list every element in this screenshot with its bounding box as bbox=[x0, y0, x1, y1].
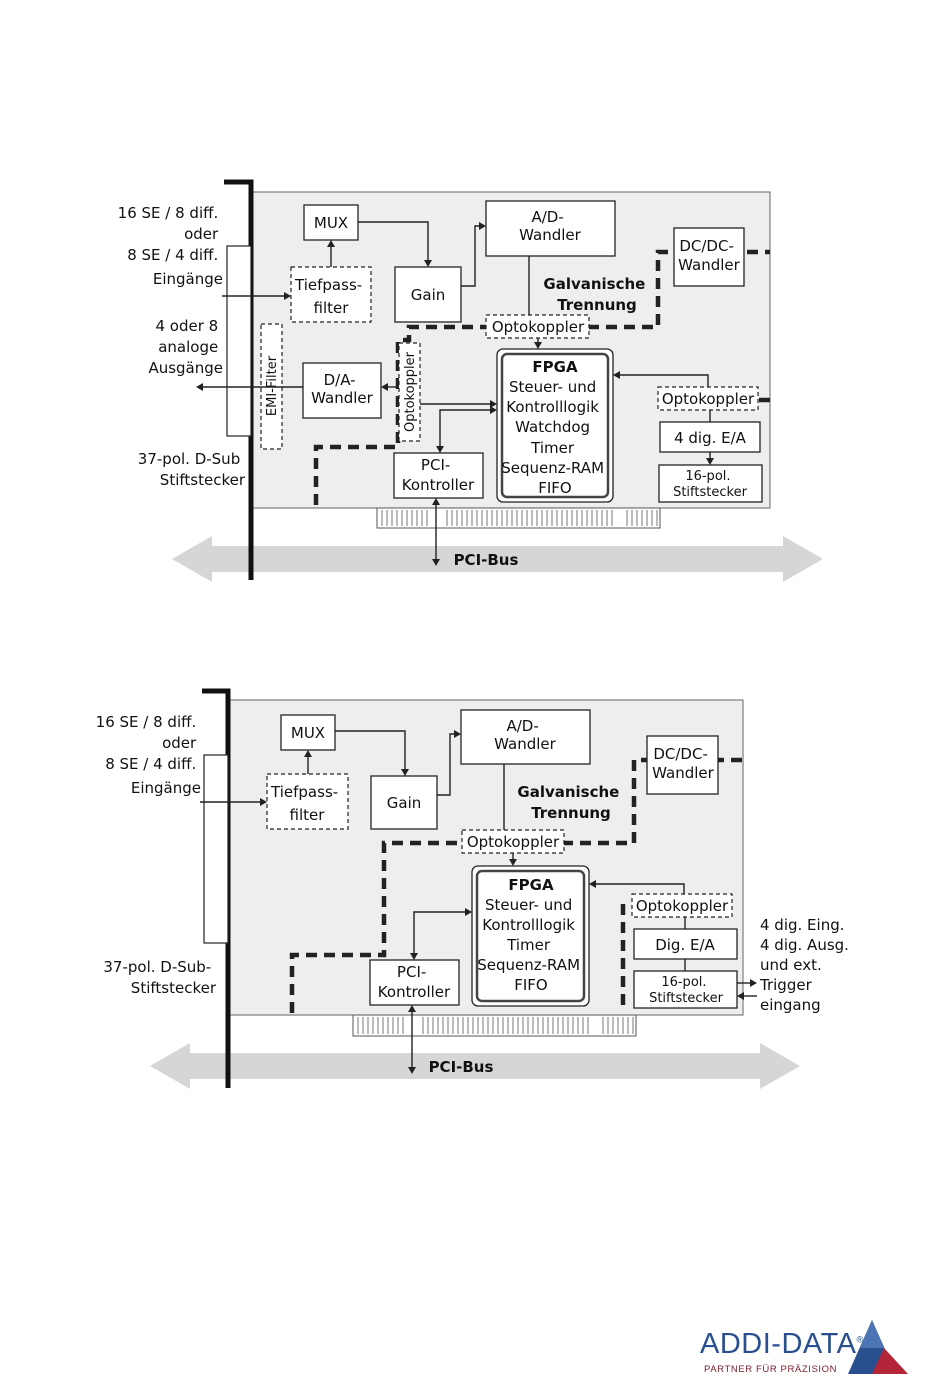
isolation-label: Galvanische Trennung bbox=[543, 275, 650, 314]
gain-block bbox=[394, 266, 462, 323]
isolation-label-2: Galvanische Trennung bbox=[517, 783, 624, 822]
edge-connector-pins-2 bbox=[357, 1017, 634, 1034]
optocoupler-right-label: Optokoppler bbox=[662, 390, 755, 408]
logo-triangle-icon bbox=[848, 1320, 908, 1374]
pci-edge-connector-2 bbox=[352, 1014, 637, 1037]
edge-connector-pins bbox=[381, 510, 658, 526]
slot-bracket bbox=[224, 179, 254, 580]
digital-io-label: 4 dig. E/A bbox=[674, 429, 747, 447]
fpga-title: FPGA bbox=[532, 358, 578, 376]
optocoupler-vertical-block bbox=[398, 342, 421, 442]
lowpass-filter-label-2: Tiefpass- filter bbox=[270, 783, 343, 824]
fpga-functions: Steuer- und Kontrolllogik Watchdog Timer… bbox=[501, 378, 609, 497]
connector-label-2: 37-pol. D-Sub- Stiftstecker bbox=[103, 958, 216, 997]
lowpass-filter-label: Tiefpass- filter bbox=[294, 276, 367, 317]
pci-bus-arrow bbox=[172, 536, 823, 582]
digital-io-block-2 bbox=[633, 928, 738, 960]
pin-header-label: 16-pol. Stiftstecker bbox=[673, 469, 747, 500]
adc-block-2 bbox=[460, 709, 591, 765]
dcdc-label: DC/DC- Wandler bbox=[678, 237, 740, 274]
optocoupler-right-label-2: Optokoppler bbox=[636, 897, 729, 915]
isolation-barrier-2 bbox=[289, 757, 743, 1013]
mux-label: MUX bbox=[314, 214, 348, 232]
digital-io-block bbox=[659, 421, 761, 453]
mux-label-2: MUX bbox=[291, 724, 325, 742]
adc-label: A/D- Wandler bbox=[519, 208, 581, 244]
fpga-functions-2: Steuer- und Kontrolllogik Timer Sequenz-… bbox=[477, 896, 585, 994]
logo-tagline: PARTNER FÜR PRÄZISION bbox=[704, 1364, 838, 1375]
pin-header-block bbox=[658, 464, 763, 503]
pci-bus-label: PCI-Bus bbox=[454, 551, 519, 569]
dcdc-block bbox=[673, 227, 745, 287]
gain-label: Gain bbox=[411, 286, 446, 304]
fpga-block bbox=[500, 352, 610, 499]
fpga-block-2 bbox=[475, 869, 586, 1003]
lowpass-filter-block-2 bbox=[266, 773, 349, 830]
dac-block bbox=[302, 362, 382, 419]
gain-label-2: Gain bbox=[387, 794, 422, 812]
logo-wordmark: ADDI-DATA® bbox=[700, 1328, 864, 1360]
slot-bracket-2 bbox=[202, 688, 231, 1088]
digital-io-right-label: 4 dig. Eing. 4 dig. Ausg. und ext. Trigg… bbox=[759, 916, 854, 1014]
optocoupler-vertical-label: Optokoppler bbox=[403, 351, 418, 432]
pin-header-label-2: 16-pol. Stiftstecker bbox=[649, 975, 723, 1006]
block-diagram-2: 16 SE / 8 diff. oder 8 SE / 4 diff. Eing… bbox=[96, 688, 854, 1089]
fpga-title-2: FPGA bbox=[508, 876, 554, 894]
pci-controller-block bbox=[393, 452, 484, 499]
dac-label: D/A- Wandler bbox=[311, 371, 373, 407]
inputs-label-2: 16 SE / 8 diff. oder 8 SE / 4 diff. Eing… bbox=[96, 713, 201, 797]
adc-label-2: A/D- Wandler bbox=[494, 717, 556, 753]
dsub-connector-2 bbox=[203, 754, 229, 944]
mux-block bbox=[303, 204, 359, 241]
connector-label: 37-pol. D-Sub Stiftstecker bbox=[138, 450, 246, 489]
signal-lines-2 bbox=[200, 730, 757, 1074]
pci-bus-arrow-2 bbox=[150, 1043, 800, 1089]
signal-lines bbox=[196, 221, 714, 566]
emi-filter-label: EMI-Filter bbox=[265, 355, 280, 416]
dsub-connector bbox=[226, 245, 252, 437]
optocoupler-top-label-2: Optokoppler bbox=[467, 833, 560, 851]
gain-block-2 bbox=[370, 775, 438, 830]
digital-io-label-2: Dig. E/A bbox=[655, 936, 715, 954]
optocoupler-top-label: Optokoppler bbox=[492, 318, 585, 336]
pci-edge-connector bbox=[376, 507, 661, 529]
adc-block bbox=[485, 200, 616, 257]
addi-data-logo: ADDI-DATA® PARTNER FÜR PRÄZISION bbox=[700, 1318, 920, 1388]
lowpass-filter-block bbox=[290, 266, 372, 323]
pci-controller-block-2 bbox=[369, 959, 460, 1006]
pci-controller-label: PCI- Kontroller bbox=[402, 456, 475, 494]
dcdc-label-2: DC/DC- Wandler bbox=[652, 745, 714, 782]
block-diagram-1: 16 SE / 8 diff. oder 8 SE / 4 diff. Eing… bbox=[118, 179, 823, 582]
pci-controller-label-2: PCI- Kontroller bbox=[378, 963, 451, 1001]
inputs-label: 16 SE / 8 diff. oder 8 SE / 4 diff. Eing… bbox=[118, 204, 223, 288]
dcdc-block-2 bbox=[646, 735, 719, 795]
pci-bus-label-2: PCI-Bus bbox=[429, 1058, 494, 1076]
outputs-label: 4 oder 8 analoge Ausgänge bbox=[148, 317, 223, 377]
optocoupler-right-block-2 bbox=[631, 893, 733, 918]
